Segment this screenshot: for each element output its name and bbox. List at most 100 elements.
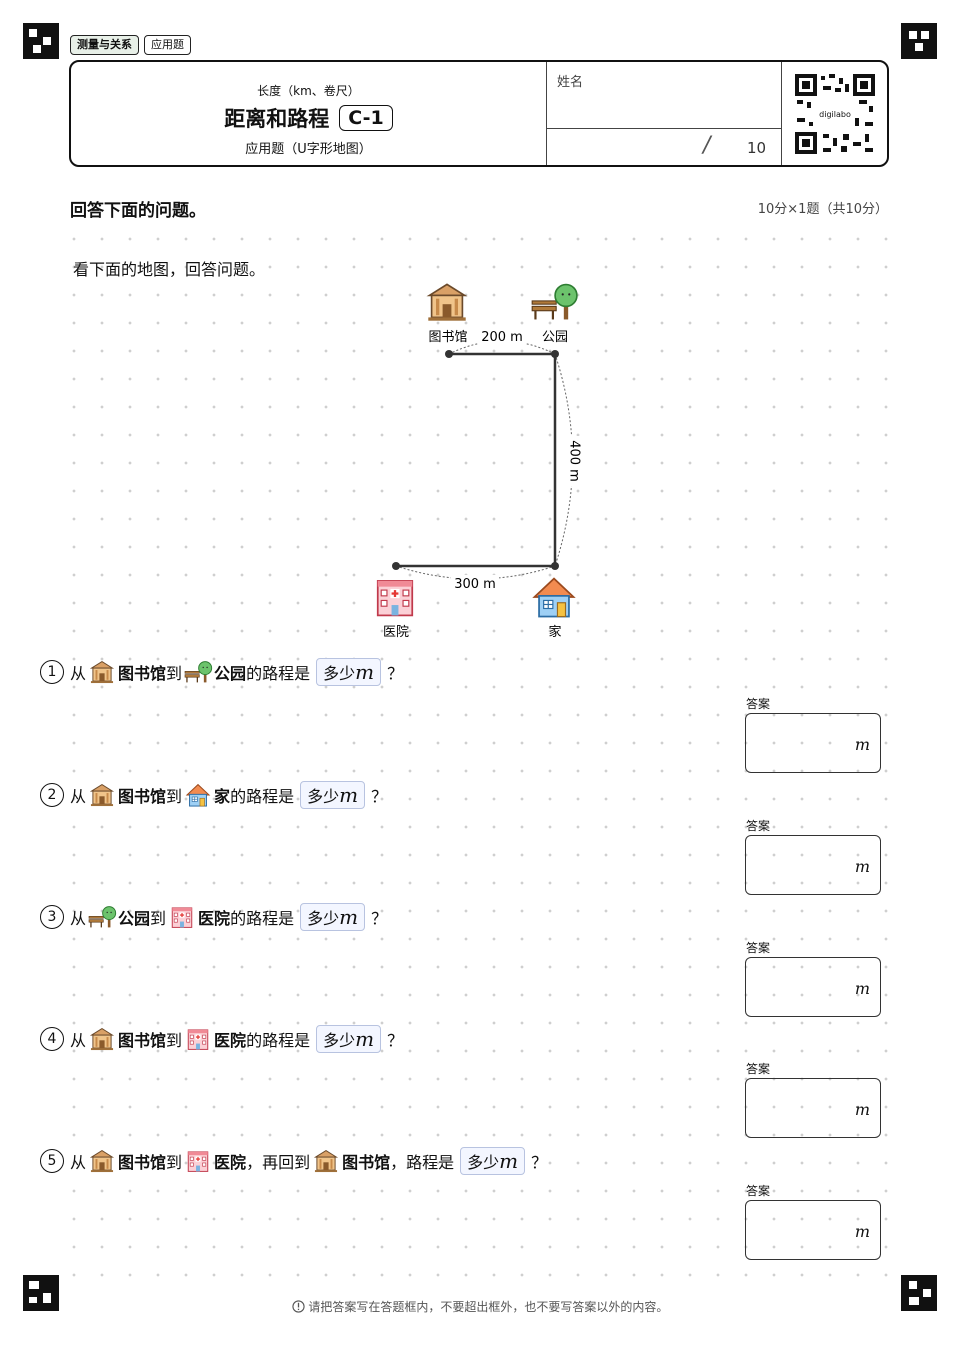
- answer-label: 答案: [746, 697, 771, 711]
- worksheet-header: 长度（km、卷尺） 距离和路程 C-1 应用题（U字形地图） 姓名 / 10 d…: [69, 60, 889, 167]
- dot-grid-background: [60, 225, 900, 1285]
- question-mark: ？: [387, 1031, 404, 1050]
- ask-box: 多少m: [300, 781, 366, 809]
- name-label: 姓名: [557, 75, 584, 90]
- page-title: 距离和路程: [224, 107, 330, 131]
- question-text: 的路程是: [246, 1031, 311, 1050]
- worksheet-code: C-1: [339, 105, 393, 131]
- place-to: 医院: [214, 1031, 247, 1050]
- hospital-icon: [378, 581, 413, 616]
- arc-top: [448, 340, 556, 355]
- place-from: 图书馆: [118, 1031, 167, 1050]
- answer-unit: m: [854, 1222, 870, 1241]
- header-subtitle: 长度（km、卷尺）: [257, 84, 360, 98]
- park-label: 公园: [542, 330, 568, 345]
- question-text: 从: [70, 664, 87, 683]
- library-icon: [87, 659, 117, 685]
- question-text: 的路程是: [246, 664, 311, 683]
- score-field[interactable]: / 10: [547, 129, 782, 165]
- arc-right: [554, 353, 573, 567]
- library-label: 图书馆: [428, 330, 467, 345]
- ask-unit: m: [355, 1027, 375, 1051]
- question-text: 到: [166, 787, 183, 806]
- question-2: 2 从 图书馆 到 家 的路程是 多少m ？: [40, 781, 387, 809]
- page-title-row: 距离和路程 C-1: [71, 103, 546, 133]
- question-number: 4: [40, 1027, 64, 1051]
- ask-text: 多少: [467, 1153, 500, 1172]
- question-3: 3 从 公园 到 医院 的路程是 多少m ？: [40, 903, 387, 931]
- question-text: 到: [166, 1153, 183, 1172]
- library-point: [445, 350, 453, 358]
- answer-box-3[interactable]: m: [745, 957, 881, 1017]
- place-to: 医院: [198, 909, 231, 928]
- ask-box: 多少m: [300, 903, 366, 931]
- park-icon: [532, 285, 577, 320]
- ask-unit: m: [339, 905, 359, 929]
- question-text: 到: [166, 664, 183, 683]
- question-5: 5 从 图书馆 到 医院 ，再回到 图书馆 ，路程是 多少m ？: [40, 1147, 547, 1175]
- question-mark: ？: [371, 909, 388, 928]
- home-icon: [183, 782, 213, 808]
- score-slash: /: [703, 133, 711, 158]
- ask-unit: m: [339, 783, 359, 807]
- park-icon: [183, 659, 213, 685]
- distance-label-bottom: 300 m: [454, 577, 496, 592]
- corner-marker-top-right: [901, 23, 937, 59]
- answer-box-1[interactable]: m: [745, 713, 881, 773]
- question-text: ，再回到: [246, 1153, 311, 1172]
- ask-box: 多少m: [460, 1147, 526, 1175]
- place-from: 公园: [118, 909, 151, 928]
- answer-unit: m: [854, 979, 870, 998]
- place-return: 图书馆: [342, 1153, 391, 1172]
- ask-unit: m: [355, 660, 375, 684]
- place-from: 图书馆: [118, 787, 167, 806]
- answer-box-2[interactable]: m: [745, 835, 881, 895]
- route-line: [396, 352, 557, 568]
- instruction: 回答下面的问题。: [70, 201, 206, 221]
- points-info: 10分×1题（共10分）: [757, 202, 888, 217]
- place-from: 图书馆: [118, 1153, 167, 1172]
- question-text: 到: [166, 1031, 183, 1050]
- question-4: 4 从 图书馆 到 医院 的路程是 多少m ？: [40, 1025, 403, 1053]
- answer-unit: m: [854, 857, 870, 876]
- footer-text: 请把答案写在答题框内，不要超出框外，也不要写答案以外的内容。: [308, 1300, 669, 1314]
- question-number: 3: [40, 905, 64, 929]
- hospital-point: [392, 562, 400, 570]
- name-field[interactable]: 姓名: [547, 62, 782, 129]
- ask-unit: m: [499, 1149, 519, 1173]
- footer-note: 请把答案写在答题框内，不要超出框外，也不要写答案以外的内容。: [0, 1298, 960, 1315]
- ask-text: 多少: [307, 787, 340, 806]
- home-icon: [534, 579, 573, 617]
- home-point: [551, 562, 559, 570]
- question-text: 到: [150, 909, 167, 928]
- park-point: [551, 350, 559, 358]
- question-text: 从: [70, 787, 87, 806]
- ask-text: 多少: [323, 1031, 356, 1050]
- score-total: 10: [747, 139, 767, 157]
- question-text: 从: [70, 1153, 87, 1172]
- lead-text: 看下面的地图，回答问题。: [73, 260, 266, 279]
- distance-label-top: 200 m: [481, 330, 523, 345]
- answer-box-4[interactable]: m: [745, 1078, 881, 1138]
- ask-box: 多少m: [316, 658, 382, 686]
- answer-unit: m: [854, 735, 870, 754]
- answer-label: 答案: [746, 941, 771, 955]
- question-number: 2: [40, 783, 64, 807]
- library-icon: [87, 1026, 117, 1052]
- home-label: 家: [548, 624, 561, 640]
- answer-label: 答案: [746, 1062, 771, 1076]
- question-number: 1: [40, 660, 64, 684]
- place-to: 家: [214, 787, 231, 806]
- qr-code: digilabo: [793, 72, 877, 156]
- type-tag: 应用题: [144, 35, 191, 55]
- header-subtitle-2: 应用题（U字形地图）: [245, 142, 372, 157]
- title-block: 长度（km、卷尺） 距离和路程 C-1 应用题（U字形地图）: [71, 62, 547, 165]
- answer-box-5[interactable]: m: [745, 1200, 881, 1260]
- route-map: 200 m 400 m 300 m 图书馆 公园 医院 家: [360, 275, 582, 640]
- question-text: 从: [70, 909, 87, 928]
- hospital-label: 医院: [383, 625, 409, 640]
- question-mark: ？: [371, 787, 388, 806]
- question-mark: ？: [387, 664, 404, 683]
- category-tag: 测量与关系: [70, 35, 139, 55]
- ask-text: 多少: [323, 664, 356, 683]
